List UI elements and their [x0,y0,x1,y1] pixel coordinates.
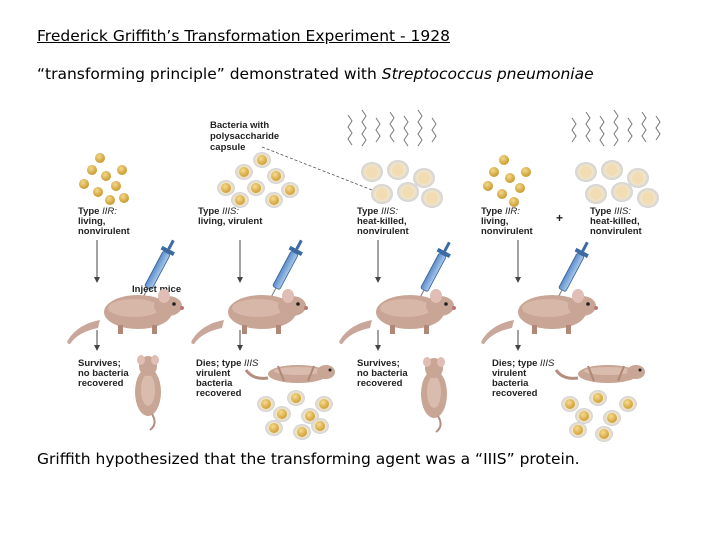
outcome-prefix: Dies; type [196,358,244,369]
type-label-panel-4b: Type IIIS: heat-killed, nonvirulent [590,206,643,237]
type-desc-line-2: nonvirulent [590,226,643,237]
plus-sign: + [556,211,563,225]
type-code: IIR: [505,206,520,217]
outcome-line-1: Survives; [78,358,121,369]
outcome-line-2: bacteria [492,378,529,389]
outcome-label-panel-3: Survives; no bacteria recovered [357,358,408,389]
svg-text:Dies; type IIIS: Dies; type IIIS [492,358,555,369]
heat-squiggles-panel-3 [347,109,437,147]
bacteria-iiis-heat-killed-panel-3 [361,160,443,208]
subtitle-organism: Streptococcus pneumoniae [381,65,594,83]
bacteria-iir-panel-4 [483,155,531,207]
type-desc-line-2: nonvirulent [357,226,410,237]
capsule-label: Bacteria with polysaccharide capsule [210,120,279,153]
type-desc-line-1: living, [481,216,508,227]
type-desc-line-1: living, [78,216,105,227]
bacteria-iiis-panel-2 [217,152,299,208]
svg-text:Type IIIS:: Type IIIS: [590,206,631,217]
outcome-line-1: virulent [196,368,231,379]
svg-text:Type IIR:: Type IIR: [78,206,117,217]
dead-mouse-icon [554,363,647,385]
type-label: Type [78,206,102,217]
type-label-panel-1: Type IIR: living, nonvirulent [78,206,131,237]
recovered-bacteria-panel-4 [561,390,637,442]
type-desc-line-2: nonvirulent [481,226,534,237]
type-label-panel-2: Type IIIS: living, virulent [198,206,263,227]
outcome-code: IIIS [244,358,259,369]
mouse-icon [67,289,184,344]
type-label: Type [590,206,614,217]
svg-text:Dies; type IIIS: Dies; type IIIS [196,358,259,369]
footer-hypothesis: Griffith hypothesized that the transform… [37,450,580,468]
outcome-line-3: recovered [78,378,124,389]
mouse-icon [339,289,456,344]
type-code: IIIS: [614,206,631,217]
outcome-label-panel-4: Dies; type IIIS virulent bacteria recove… [492,358,555,399]
page-title: Frederick Griffith’s Transformation Expe… [37,27,451,45]
type-code: IIR: [102,206,117,217]
outcome-code: IIIS [540,358,555,369]
svg-text:Type IIR:: Type IIR: [481,206,520,217]
outcome-line-3: recovered [357,378,403,389]
capsule-label-line-2: polysaccharide [210,131,279,142]
svg-text:Type IIIS:: Type IIIS: [198,206,239,217]
type-desc-line-2: nonvirulent [78,226,131,237]
type-label-panel-4a: Type IIR: living, nonvirulent [481,206,534,237]
type-label-panel-3: Type IIIS: heat-killed, nonvirulent [357,206,410,237]
surviving-mouse-icon [134,354,162,431]
mouse-icon [481,289,598,344]
type-code: IIIS: [381,206,398,217]
type-desc-line-1: heat-killed, [357,216,407,227]
capsule-label-line-1: Bacteria with [210,120,269,131]
svg-text:Type IIIS:: Type IIIS: [357,206,398,217]
outcome-line-2: bacteria [196,378,233,389]
bacteria-iiis-heat-killed-panel-4 [575,160,659,208]
inject-mice-label: Inject mice [132,284,181,295]
flow-arrows [94,240,521,351]
bacteria-iir-panel-1 [79,153,129,205]
outcome-line-1: virulent [492,368,527,379]
type-label: Type [198,206,222,217]
recovered-bacteria-panel-2 [257,390,333,440]
dead-mouse-icon [244,363,337,385]
surviving-mouse-icon [420,356,448,433]
outcome-line-2: no bacteria [78,368,129,379]
subtitle-prefix: “transforming principle” demonstrated wi… [37,65,377,83]
mouse-icon [191,289,308,344]
outcome-line-3: recovered [196,388,242,399]
outcome-label-panel-2: Dies; type IIIS virulent bacteria recove… [196,358,259,399]
outcome-line-1: Survives; [357,358,400,369]
outcome-label-panel-1: Survives; no bacteria recovered [78,358,129,389]
type-label: Type [357,206,381,217]
type-desc-inline: living, virulent [198,216,263,227]
capsule-label-line-3: capsule [210,142,245,153]
type-code: IIIS: [222,206,239,217]
type-desc-line-1: heat-killed, [590,216,640,227]
heat-squiggles-panel-4 [571,109,661,147]
subtitle: “transforming principle” demonstrated wi… [37,65,594,83]
outcome-prefix: Dies; type [492,358,540,369]
outcome-line-3: recovered [492,388,538,399]
outcome-line-2: no bacteria [357,368,408,379]
type-label: Type [481,206,505,217]
